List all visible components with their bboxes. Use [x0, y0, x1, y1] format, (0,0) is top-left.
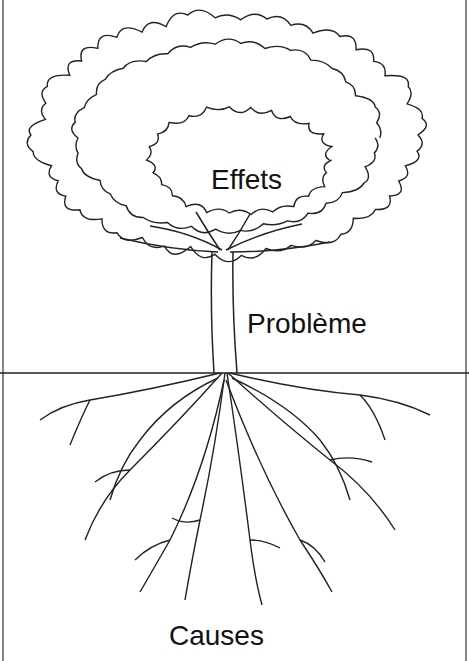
crown-scribble — [72, 39, 381, 233]
frame-line — [465, 0, 466, 661]
crown-scribble — [27, 10, 426, 262]
frame-line — [2, 0, 3, 661]
problem-label: Problème — [244, 308, 370, 340]
effects-label: Effets — [208, 164, 285, 196]
causes-label: Causes — [166, 620, 267, 652]
crown-scribble — [147, 107, 332, 215]
tree-trunk — [120, 212, 330, 373]
tree-crown — [27, 10, 426, 262]
tree-roots — [40, 373, 430, 605]
